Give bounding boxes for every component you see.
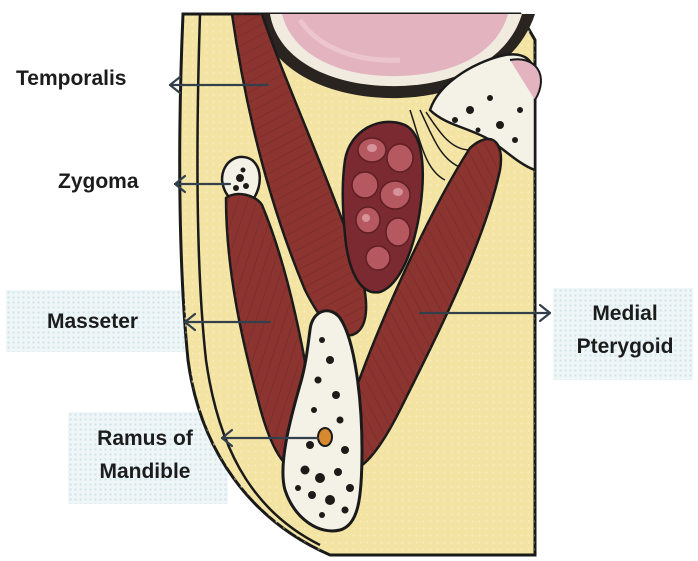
label-zygoma: Zygoma [58,166,139,199]
label-temporalis: Temporalis [16,63,126,96]
label-ramus-of-mandible: Ramus of Mandible [70,423,220,488]
label-ramus-line1: Ramus of [70,423,220,456]
label-ramus-line2: Mandible [70,456,220,489]
label-medial-pterygoid-line2: Pterygoid [558,331,692,364]
label-masseter: Masseter [47,306,138,339]
label-medial-pterygoid: Medial Pterygoid [558,298,692,363]
label-medial-pterygoid-line1: Medial [558,298,692,331]
